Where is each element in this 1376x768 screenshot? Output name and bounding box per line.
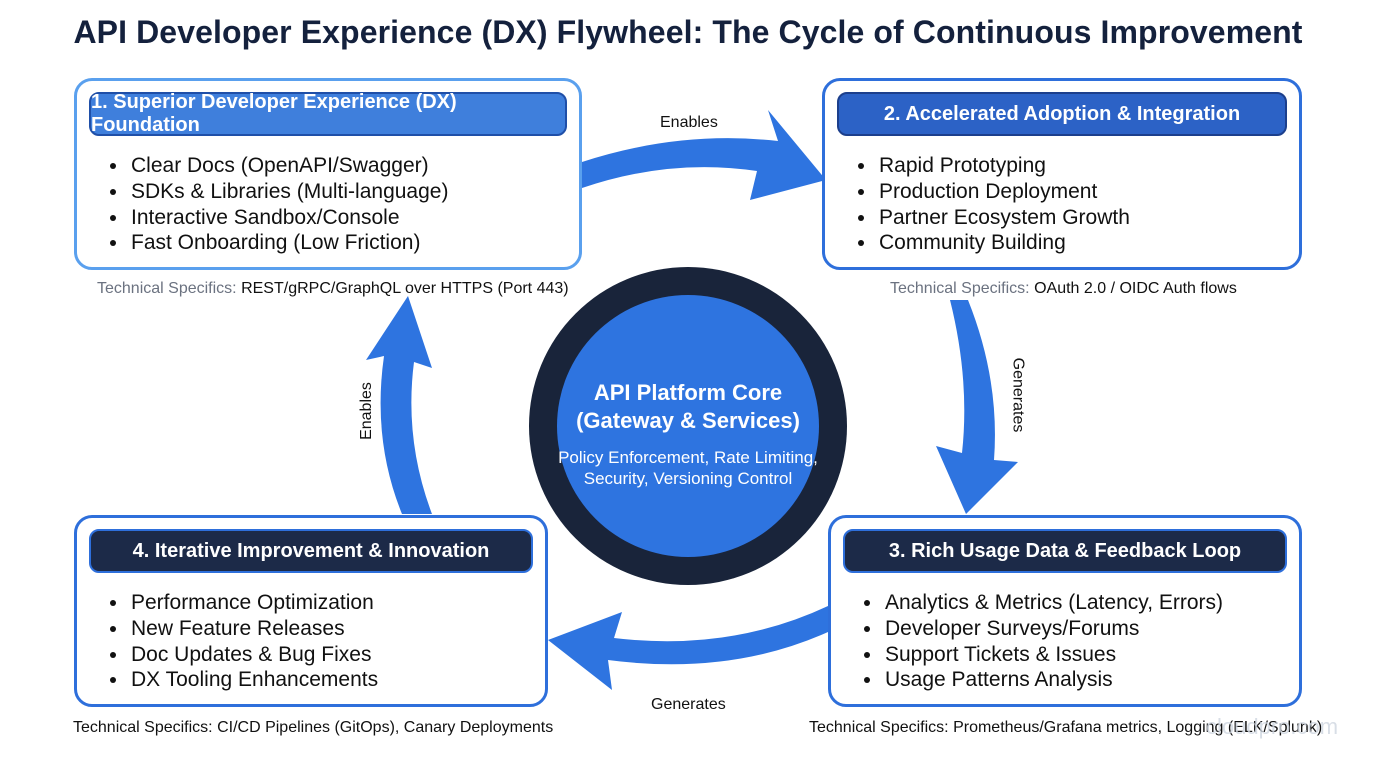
stage-3-header: 3. Rich Usage Data & Feedback Loop <box>843 529 1287 573</box>
list-item: Partner Ecosystem Growth <box>877 205 1130 231</box>
spec-label: Technical Specifics: <box>809 719 949 736</box>
list-item: Clear Docs (OpenAPI/Swagger) <box>129 153 448 179</box>
list-item: Developer Surveys/Forums <box>883 616 1223 642</box>
arrow-label-bottom: Generates <box>651 696 726 713</box>
list-item: DX Tooling Enhancements <box>129 667 378 693</box>
stage-3-list: Analytics & Metrics (Latency, Errors) De… <box>861 590 1223 693</box>
arrow-right <box>936 300 1018 514</box>
stage-4-spec: Technical Specifics: CI/CD Pipelines (Gi… <box>73 719 553 737</box>
stage-2-spec: Technical Specifics: OAuth 2.0 / OIDC Au… <box>890 280 1237 298</box>
platform-core-inner: API Platform Core (Gateway & Services) P… <box>557 295 819 557</box>
list-item: Community Building <box>877 230 1130 256</box>
stage-1-spec: Technical Specifics: REST/gRPC/GraphQL o… <box>97 280 569 298</box>
stage-4-card: 4. Iterative Improvement & Innovation Pe… <box>74 515 548 707</box>
spec-value: CI/CD Pipelines (GitOps), Canary Deploym… <box>217 719 554 736</box>
diagram-title: API Developer Experience (DX) Flywheel: … <box>73 14 1303 50</box>
core-description: Policy Enforcement, Rate Limiting, Secur… <box>558 448 818 488</box>
list-item: Production Deployment <box>877 179 1130 205</box>
list-item: Interactive Sandbox/Console <box>129 205 448 231</box>
stage-3-spec: Technical Specifics: Prometheus/Grafana … <box>809 719 1322 737</box>
list-item: Rapid Prototyping <box>877 153 1130 179</box>
stage-2-list: Rapid Prototyping Production Deployment … <box>855 153 1130 256</box>
list-item: Analytics & Metrics (Latency, Errors) <box>883 590 1223 616</box>
spec-label: Technical Specifics: <box>890 280 1030 297</box>
list-item: Doc Updates & Bug Fixes <box>129 642 378 668</box>
spec-value: REST/gRPC/GraphQL over HTTPS (Port 443) <box>241 280 569 297</box>
spec-value: Prometheus/Grafana metrics, Logging (ELK… <box>953 719 1323 736</box>
stage-3-card: 3. Rich Usage Data & Feedback Loop Analy… <box>828 515 1302 707</box>
platform-core: API Platform Core (Gateway & Services) P… <box>529 267 847 585</box>
arrow-label-right: Generates <box>1009 357 1027 433</box>
list-item: New Feature Releases <box>129 616 378 642</box>
arrow-label-left: Enables <box>357 382 375 440</box>
stage-2-header: 2. Accelerated Adoption & Integration <box>837 92 1287 136</box>
arrow-bottom <box>548 606 828 690</box>
list-item: Usage Patterns Analysis <box>883 667 1223 693</box>
watermark: cloudpro.com <box>1206 714 1339 739</box>
stage-4-header: 4. Iterative Improvement & Innovation <box>89 529 533 573</box>
list-item: Performance Optimization <box>129 590 378 616</box>
list-item: Fast Onboarding (Low Friction) <box>129 230 448 256</box>
spec-value: OAuth 2.0 / OIDC Auth flows <box>1034 280 1237 297</box>
core-title: API Platform Core (Gateway & Services) <box>576 380 800 433</box>
stage-1-card: 1. Superior Developer Experience (DX) Fo… <box>74 78 582 270</box>
arrow-top <box>582 110 826 200</box>
spec-label: Technical Specifics: <box>97 280 237 297</box>
spec-label: Technical Specifics: <box>73 719 213 736</box>
arrow-label-top: Enables <box>660 114 718 131</box>
stage-1-list: Clear Docs (OpenAPI/Swagger) SDKs & Libr… <box>107 153 448 256</box>
arrow-left <box>366 296 432 514</box>
stage-1-header: 1. Superior Developer Experience (DX) Fo… <box>89 91 567 136</box>
stage-4-list: Performance Optimization New Feature Rel… <box>107 590 378 693</box>
list-item: SDKs & Libraries (Multi-language) <box>129 179 448 205</box>
list-item: Support Tickets & Issues <box>883 642 1223 668</box>
stage-2-card: 2. Accelerated Adoption & Integration Ra… <box>822 78 1302 270</box>
